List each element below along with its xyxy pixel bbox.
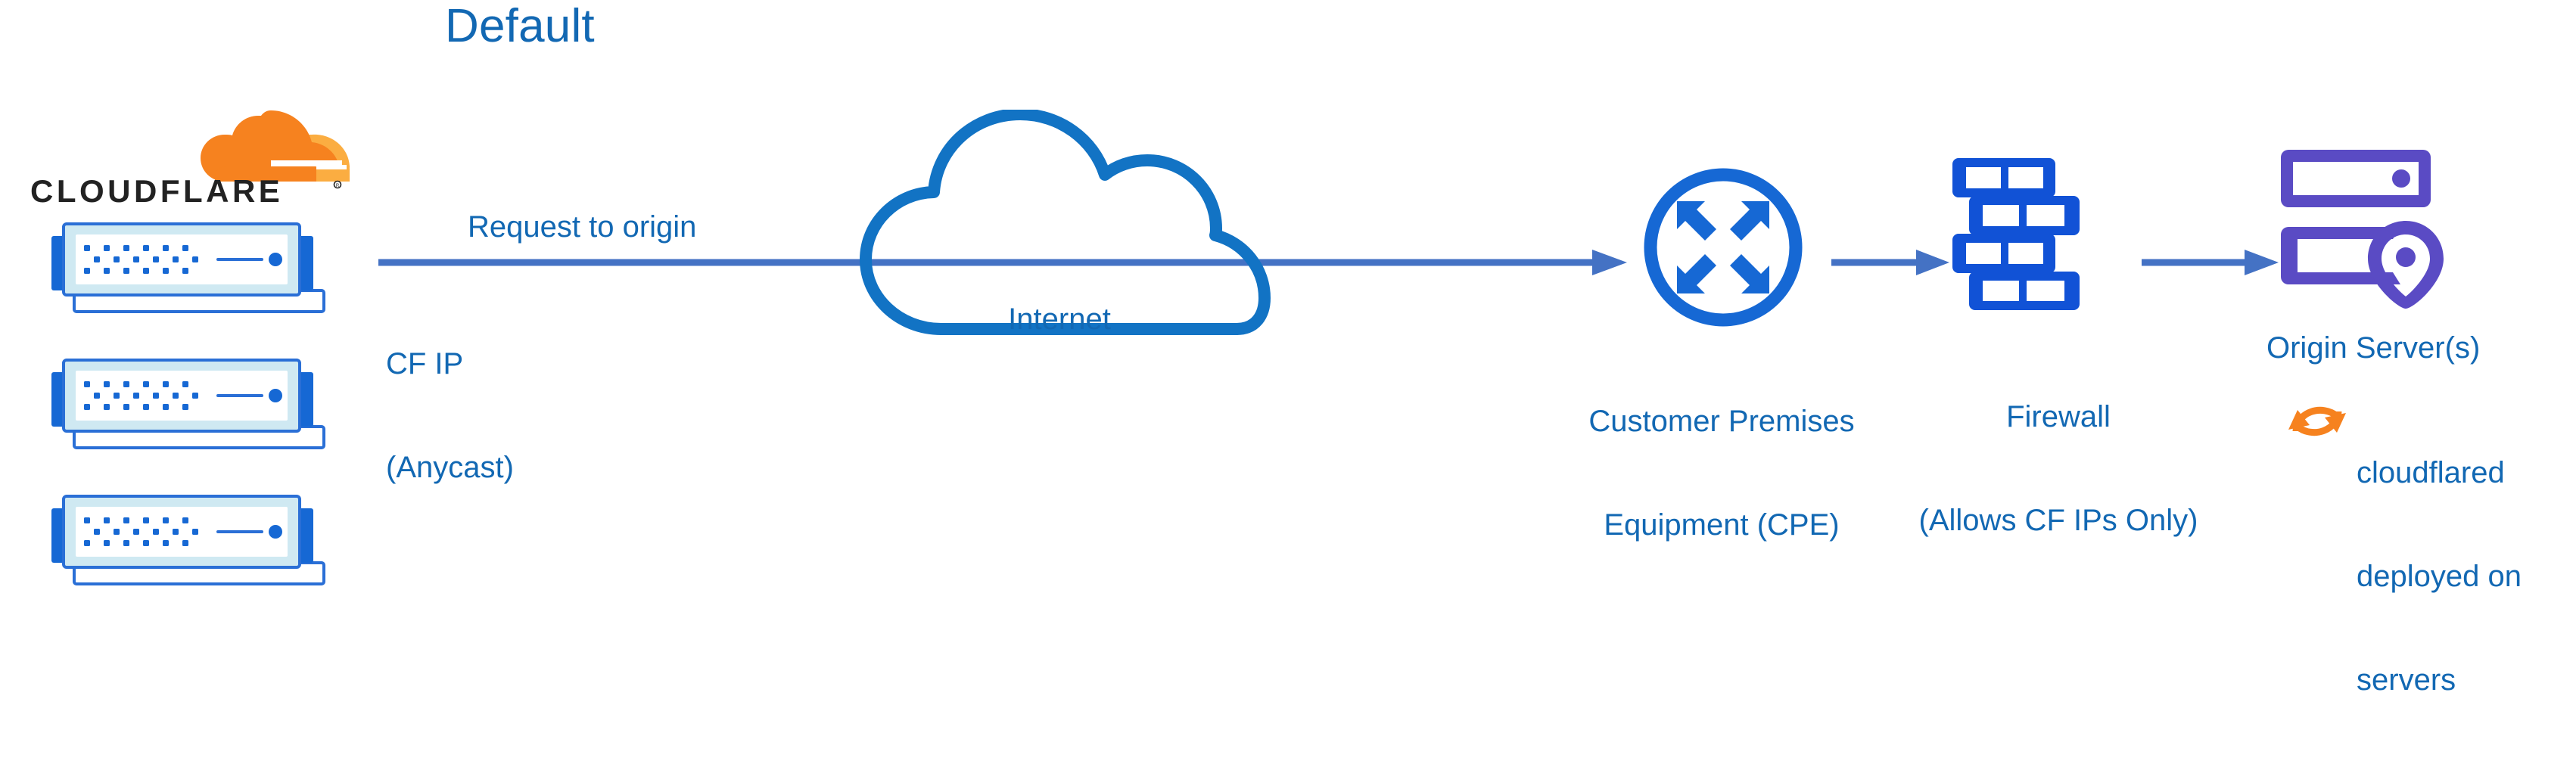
brick-wall-icon [1952, 155, 2104, 310]
edge-label-request-to-origin: Request to origin [468, 210, 697, 244]
annotation-label-cloudflared: cloudflared deployed on servers [2357, 387, 2522, 767]
router-icon [1641, 165, 1806, 330]
firewall-line-1: Firewall [2006, 400, 2111, 434]
cpe-line-2: Equipment (CPE) [1604, 508, 1840, 542]
cf-ip-line-2: (Anycast) [386, 450, 514, 484]
sync-refresh-icon [2281, 384, 2354, 457]
server-rack-1 [29, 218, 360, 315]
diagram-canvas: Default CLOUDFLARE [29, 0, 2522, 697]
server-rack-3 [29, 490, 360, 587]
cpe-line-1: Customer Premises [1588, 405, 1855, 439]
server-location-pin-icon [2278, 144, 2458, 310]
cloudflared-line-3: servers [2357, 663, 2456, 697]
cf-ip-line-1: CF IP [386, 347, 464, 381]
cloudflare-cloud-icon [198, 106, 353, 182]
cloud-icon [852, 108, 1273, 337]
svg-text:CLOUDFLARE: CLOUDFLARE [30, 174, 283, 209]
node-label-origin-server: Origin Server(s) [2266, 331, 2481, 365]
firewall-line-2: (Allows CF IPs Only) [1918, 503, 2198, 537]
cloudflared-line-2: deployed on [2357, 559, 2522, 593]
page-title: Default [445, 0, 595, 52]
connector-firewall-to-origin [2142, 244, 2282, 281]
connector-cpe-to-firewall [1831, 244, 1952, 281]
node-label-cpe: Customer Premises Equipment (CPE) [1559, 336, 1884, 612]
svg-text:R: R [336, 184, 340, 188]
server-rack-2 [29, 354, 360, 451]
cloudflare-wordmark: CLOUDFLARE R [30, 173, 348, 209]
cloudflare-logo: CLOUDFLARE R [30, 106, 350, 209]
node-label-internet: Internet [1008, 303, 1111, 336]
node-label-firewall: Firewall (Allows CF IPs Only) [1892, 331, 2225, 607]
node-label-cf-ip: CF IP (Anycast) [386, 278, 514, 554]
connector-request-to-origin [378, 244, 1635, 281]
cloudflared-line-1: cloudflared [2357, 456, 2505, 490]
